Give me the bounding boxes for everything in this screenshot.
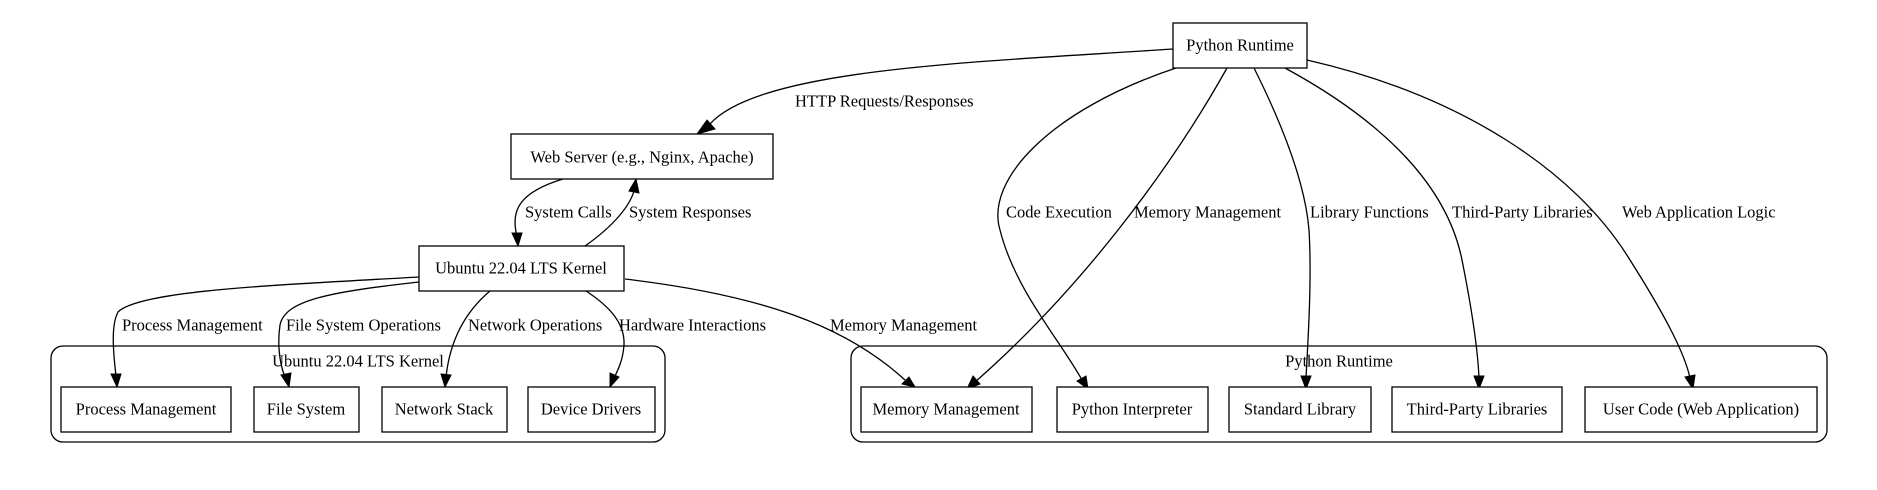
edge-label: Third-Party Libraries [1452,203,1593,222]
node-python-runtime: Python Runtime [1172,22,1308,69]
edge-label: Memory Management [1134,203,1281,222]
node-kernel: Ubuntu 22.04 LTS Kernel [418,245,625,292]
edge-label: System Calls [525,203,612,222]
node-label: Ubuntu 22.04 LTS Kernel [435,259,607,278]
edge-kernel-to-network: Network Operations [440,290,602,389]
node-label: Process Management [76,400,217,419]
node-label: Device Drivers [541,400,641,419]
node-web-server: Web Server (e.g., Nginx, Apache) [510,133,774,180]
edge-runtime-to-memory: Memory Management [966,67,1281,390]
node-label: Standard Library [1244,400,1357,419]
nodes: Python Runtime Web Server (e.g., Nginx, … [60,22,1818,433]
edge-runtime-to-interpreter: Code Execution [997,67,1177,391]
edge-kernel-to-drivers: Hardware Interactions [585,290,766,389]
node-user-code: User Code (Web Application) [1584,386,1818,433]
edge-label: Process Management [122,316,263,335]
node-python-interpreter: Python Interpreter [1056,386,1209,433]
edge-runtime-to-webserver: HTTP Requests/Responses [695,48,1174,135]
edge-label: System Responses [629,203,751,222]
edge-kernel-to-memory: Memory Management [624,278,977,388]
edge-runtime-to-stdlib: Library Functions [1253,67,1429,391]
edge-label: HTTP Requests/Responses [795,92,974,111]
node-network-stack: Network Stack [381,386,508,433]
edge-label: Web Application Logic [1622,203,1776,222]
edge-label: File System Operations [286,316,441,335]
edge-webserver-to-kernel: System Calls [511,178,612,248]
node-label: Network Stack [395,400,494,419]
node-device-drivers: Device Drivers [527,386,656,433]
node-label: File System [267,400,346,419]
edge-label: Network Operations [468,316,602,335]
edge-kernel-to-webserver: System Responses [584,177,751,247]
node-file-system: File System [253,386,360,433]
node-process-management: Process Management [60,386,232,433]
edge-runtime-to-usercode: Web Application Logic [1306,59,1776,391]
node-label: User Code (Web Application) [1603,400,1799,419]
python-cluster-label: Python Runtime [1285,352,1393,371]
node-third-party-libraries: Third-Party Libraries [1391,386,1563,433]
node-memory-management: Memory Management [860,386,1033,433]
edge-label: Memory Management [830,316,977,335]
node-standard-library: Standard Library [1228,386,1372,433]
node-label: Memory Management [872,400,1019,419]
edge-label: Code Execution [1006,203,1112,222]
edge-runtime-to-thirdparty: Third-Party Libraries [1284,67,1593,391]
node-label: Python Runtime [1186,36,1294,55]
edge-label: Hardware Interactions [619,316,766,335]
node-label: Python Interpreter [1072,400,1193,419]
edge-kernel-to-filesystem: File System Operations [278,281,441,389]
edge-label: Library Functions [1310,203,1429,222]
node-label: Web Server (e.g., Nginx, Apache) [530,148,753,167]
edges: HTTP Requests/Responses System Calls Sys… [110,48,1776,391]
node-label: Third-Party Libraries [1407,400,1548,419]
edge-kernel-to-process: Process Management [110,276,420,389]
kernel-cluster-label: Ubuntu 22.04 LTS Kernel [272,352,444,371]
